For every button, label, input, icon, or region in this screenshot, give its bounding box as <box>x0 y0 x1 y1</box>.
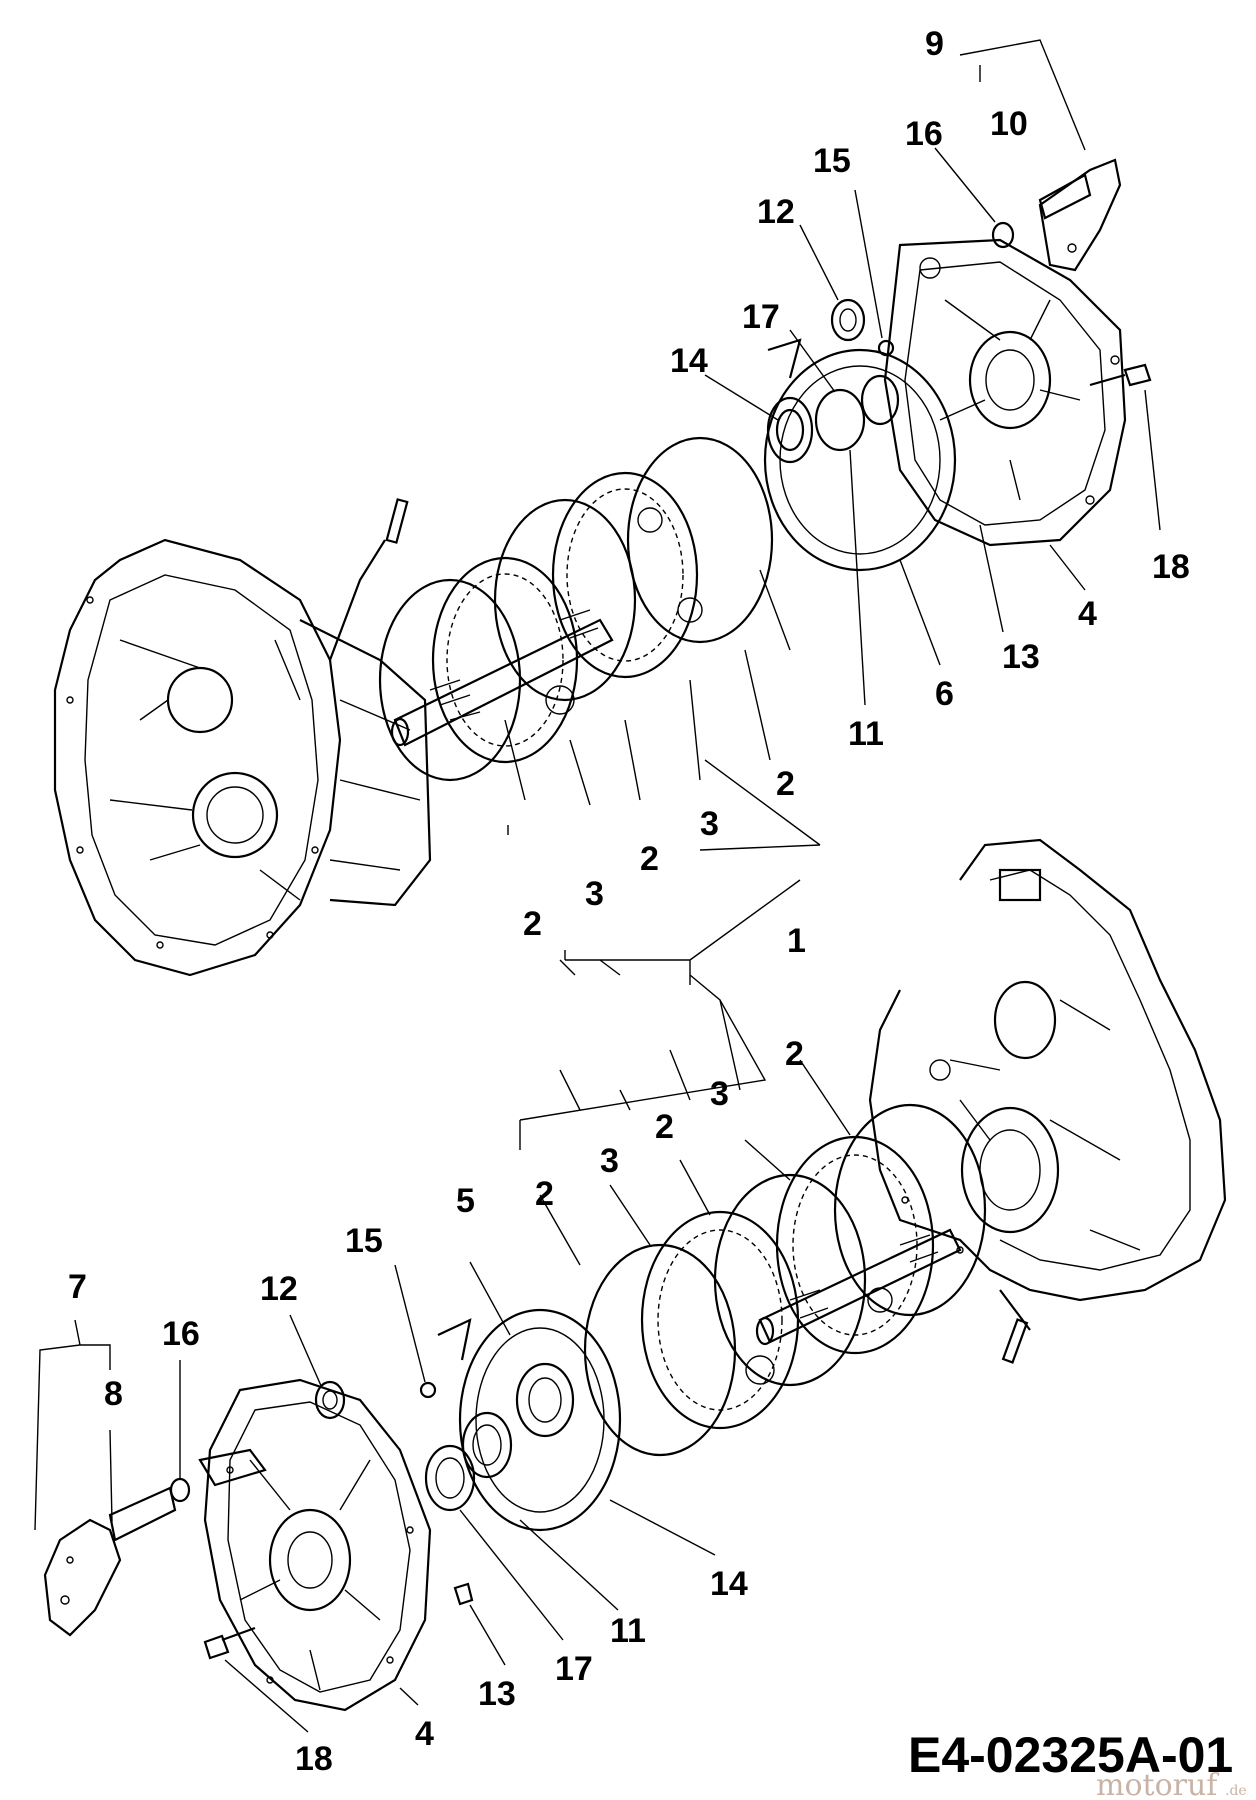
label-2: 2 <box>535 1175 554 1213</box>
label-2: 2 <box>640 840 659 878</box>
label-11: 11 <box>610 1612 646 1650</box>
housing-cover-upper <box>883 238 1127 547</box>
shift-arm-lower <box>43 1486 177 1637</box>
label-18: 18 <box>295 1740 333 1778</box>
label-2: 2 <box>785 1035 804 1073</box>
label-12: 12 <box>260 1270 298 1308</box>
label-9: 9 <box>925 25 944 63</box>
cover-plate-upper <box>763 338 957 572</box>
label-16: 16 <box>905 115 943 153</box>
label-17: 17 <box>555 1650 593 1688</box>
label-1: 1 <box>787 922 806 960</box>
label-7: 7 <box>68 1268 87 1306</box>
label-16: 16 <box>162 1315 200 1353</box>
label-13: 13 <box>1002 638 1040 676</box>
left-housing-upper <box>53 498 432 977</box>
small-parts-upper <box>830 221 1015 357</box>
label-15: 15 <box>345 1222 383 1260</box>
part-number-labels: 9 10 16 15 12 17 14 18 4 13 6 11 2 3 2 3… <box>68 25 1190 1778</box>
label-3: 3 <box>600 1142 619 1180</box>
label-2: 2 <box>776 765 795 803</box>
small-parts-lower <box>169 1380 474 1606</box>
watermark-tld: .de <box>1225 1783 1247 1799</box>
label-12: 12 <box>757 193 795 231</box>
watermark: motoruf .de <box>1096 1768 1247 1800</box>
label-3: 3 <box>585 875 604 913</box>
cover-plate-lower <box>437 1308 622 1532</box>
housing-cover-lower <box>198 1378 432 1712</box>
clutch-plates-upper <box>378 436 774 782</box>
right-housing-lower <box>868 838 1227 1364</box>
label-4: 4 <box>1078 595 1097 633</box>
bolt-lower <box>203 1626 256 1660</box>
shaft-upper <box>390 609 614 747</box>
bolt-upper <box>1089 363 1152 387</box>
label-3: 3 <box>710 1075 729 1113</box>
shift-arm-upper <box>1038 158 1122 272</box>
label-18: 18 <box>1152 548 1190 586</box>
label-2: 2 <box>655 1108 674 1146</box>
label-14: 14 <box>670 342 708 380</box>
leader-lines <box>34 39 1161 1733</box>
label-15: 15 <box>813 142 851 180</box>
label-11: 11 <box>848 715 884 753</box>
label-4: 4 <box>415 1715 434 1753</box>
shaft-lower <box>755 1228 962 1346</box>
label-6: 6 <box>935 675 954 713</box>
seals-lower <box>424 1411 513 1512</box>
label-17: 17 <box>742 298 780 336</box>
watermark-brand: motoruf <box>1096 1768 1219 1800</box>
label-3: 3 <box>700 805 719 843</box>
clutch-plates-lower <box>583 1103 987 1457</box>
label-10: 10 <box>990 105 1028 143</box>
label-8: 8 <box>104 1375 123 1413</box>
label-5: 5 <box>456 1182 475 1220</box>
label-14: 14 <box>710 1565 748 1603</box>
drawing-code: E4-02325A-01 <box>908 1727 1233 1783</box>
label-2: 2 <box>523 905 542 943</box>
label-13: 13 <box>478 1675 516 1713</box>
bearing-upper <box>766 396 814 464</box>
